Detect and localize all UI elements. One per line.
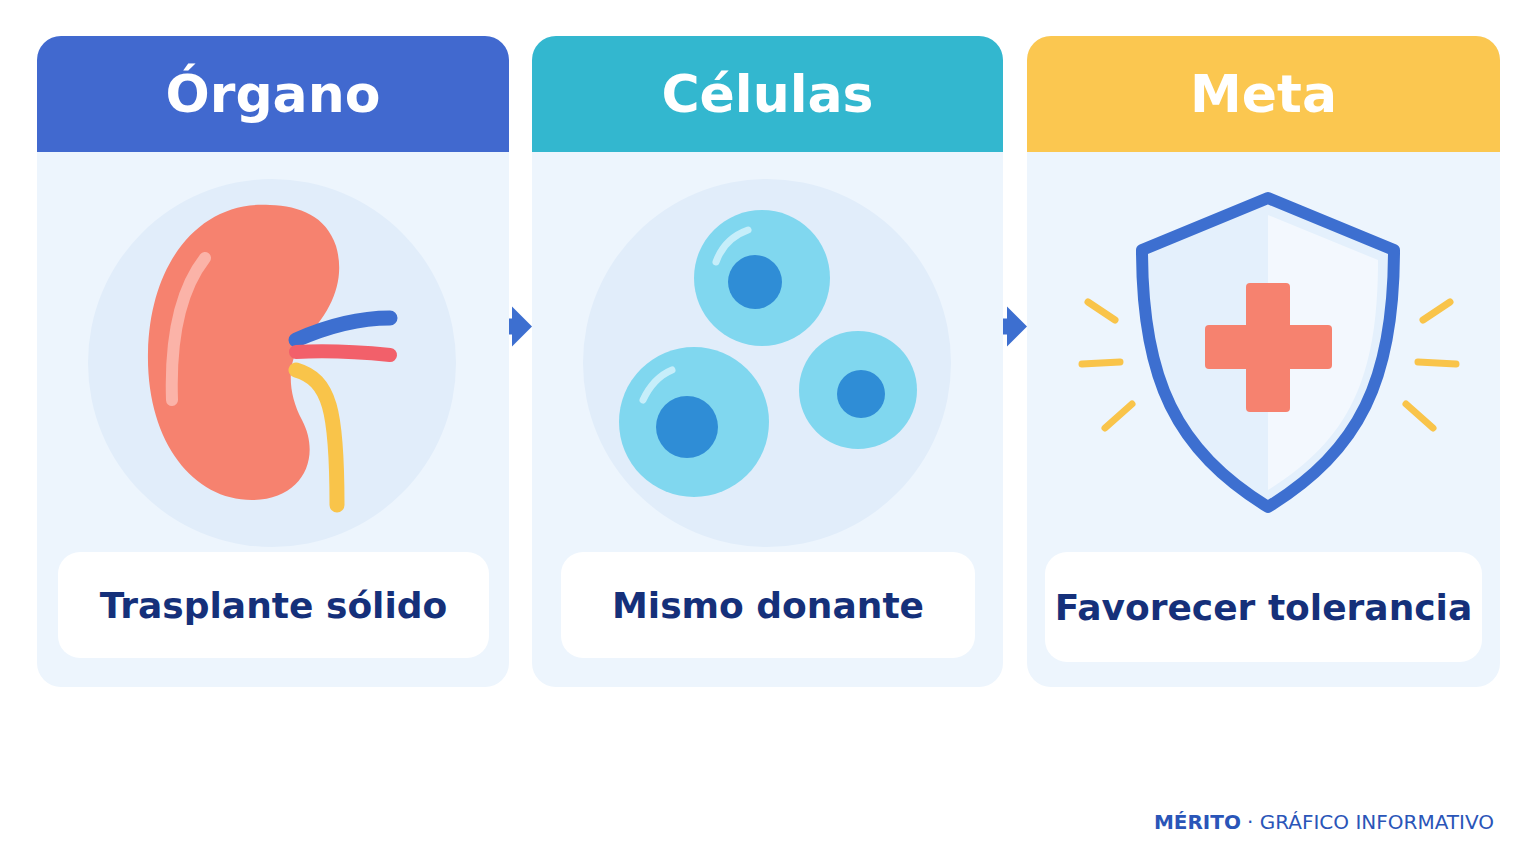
label-box: Favorecer tolerancia xyxy=(1045,552,1482,662)
label-box: Trasplante sólido xyxy=(58,552,489,658)
label-box: Mismo donante xyxy=(561,552,975,658)
panel-header: Órgano xyxy=(37,36,509,152)
step-panel: ÓrganoTrasplante sólido xyxy=(37,36,509,687)
panel-header: Meta xyxy=(1027,36,1500,152)
panel-title: Células xyxy=(661,64,873,124)
panel-title: Meta xyxy=(1190,64,1337,124)
footer-note: MÉRITO· GRÁFICO INFORMATIVO xyxy=(1154,810,1494,834)
step-panel: MetaFavorecer tolerancia xyxy=(1027,36,1500,687)
flow-arrow xyxy=(1003,307,1027,347)
step-panel: CélulasMismo donante xyxy=(532,36,1003,687)
flow-arrow xyxy=(509,307,532,347)
label-text: Mismo donante xyxy=(612,585,924,626)
label-text: Trasplante sólido xyxy=(100,585,448,626)
label-text: Favorecer tolerancia xyxy=(1055,587,1473,628)
footer-text: · GRÁFICO INFORMATIVO xyxy=(1247,810,1494,834)
panel-title: Órgano xyxy=(166,64,381,124)
panel-header: Células xyxy=(532,36,1003,152)
footer-text: MÉRITO xyxy=(1154,810,1241,834)
